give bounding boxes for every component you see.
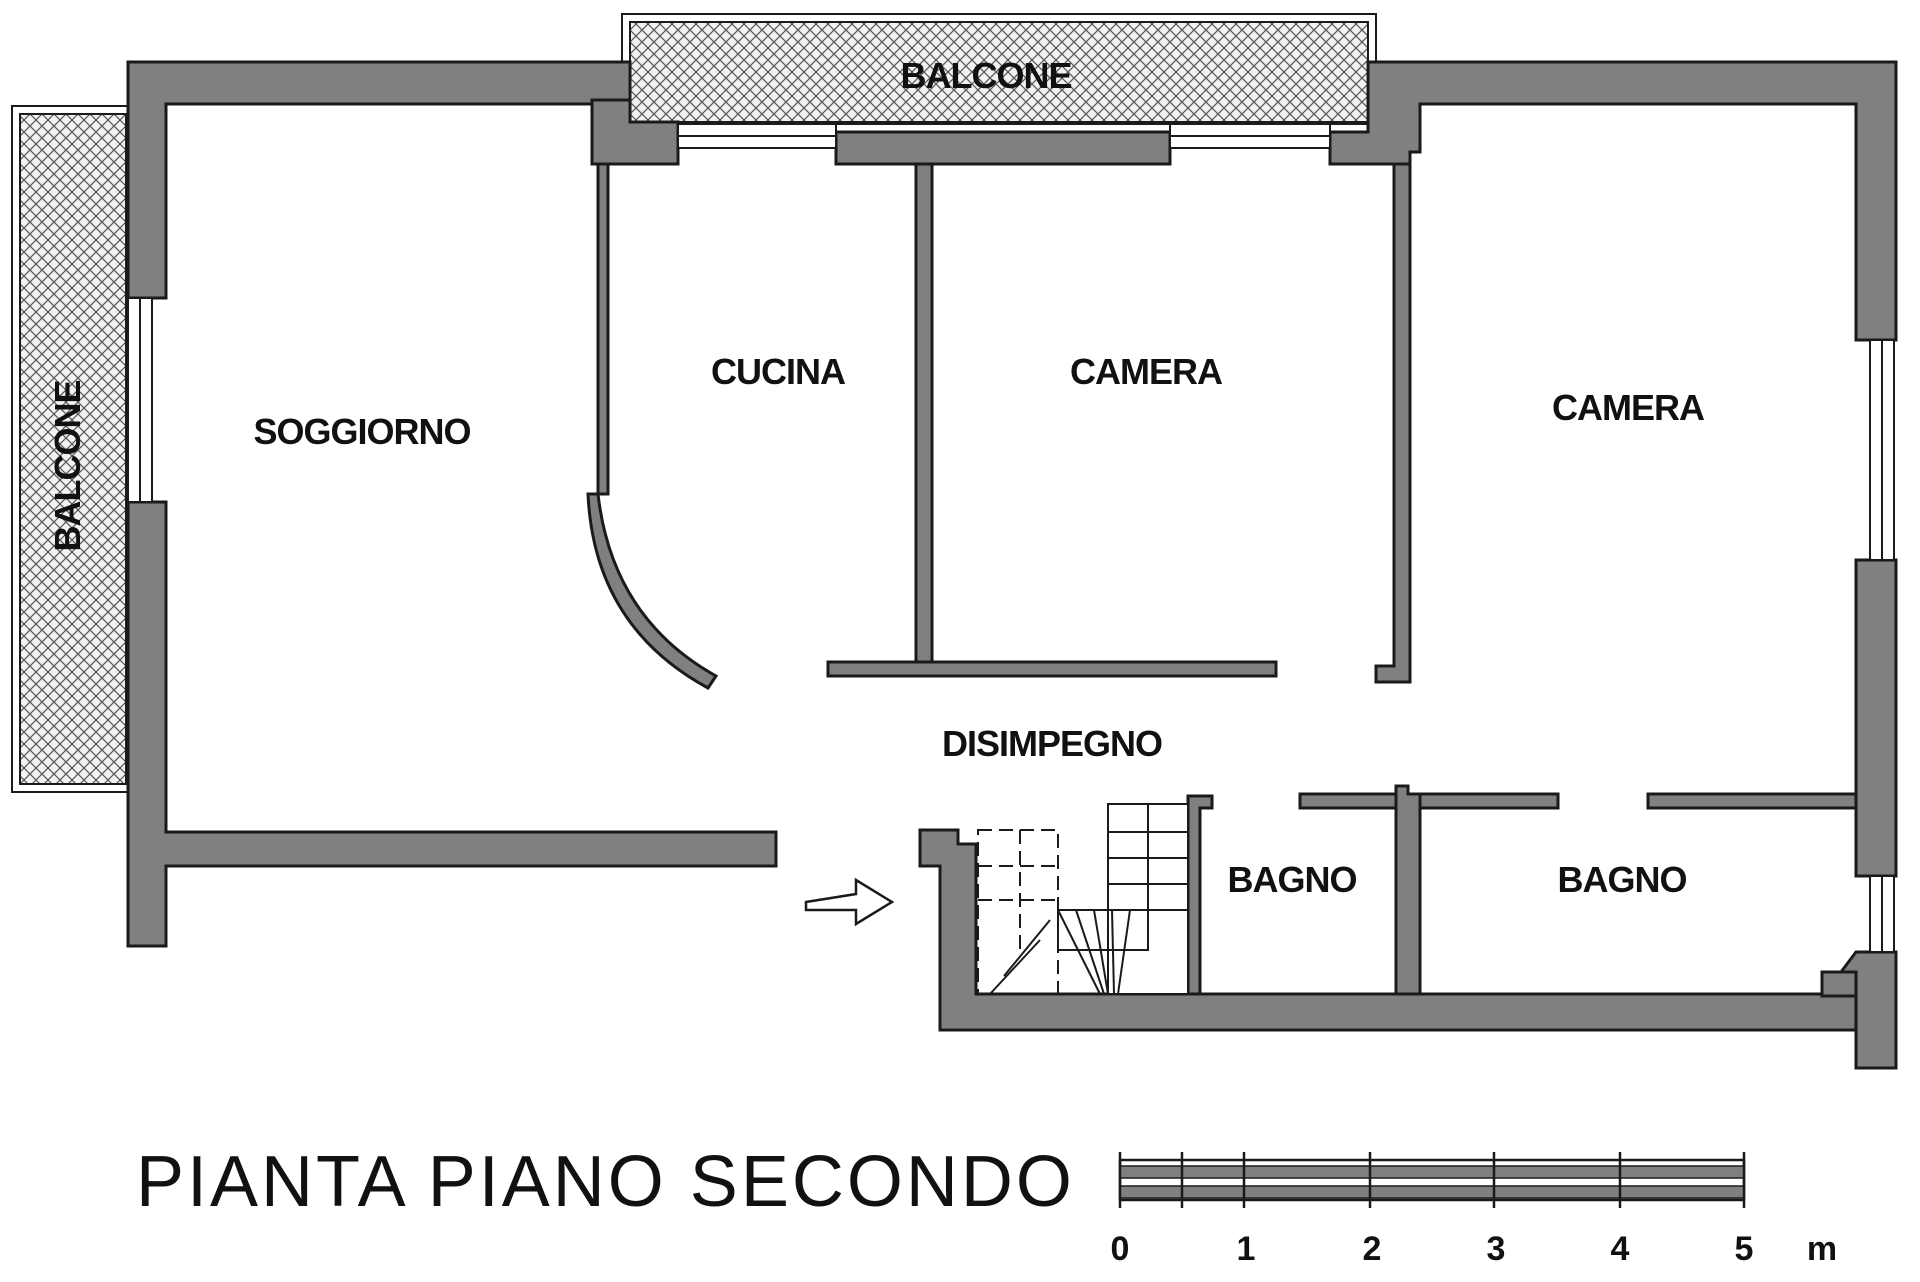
room-label-bagno-left: BAGNO bbox=[1228, 859, 1357, 900]
scale-tick-4: 4 bbox=[1611, 1230, 1630, 1268]
interior-walls bbox=[586, 162, 1858, 996]
scale-unit: m bbox=[1807, 1230, 1837, 1268]
plan-title: PIANTA PIANO SECONDO bbox=[136, 1142, 1075, 1222]
room-label-soggiorno: SOGGIORNO bbox=[253, 411, 470, 452]
room-label-cucina: CUCINA bbox=[711, 351, 846, 392]
room-label-balcone-top: BALCONE bbox=[901, 55, 1072, 96]
balcony-top bbox=[621, 13, 1377, 125]
balcony-left bbox=[11, 105, 129, 793]
scale-tick-2: 2 bbox=[1363, 1230, 1382, 1268]
room-label-bagno-right: BAGNO bbox=[1558, 859, 1687, 900]
scale-tick-5: 5 bbox=[1735, 1230, 1754, 1268]
arrow-right-icon bbox=[804, 877, 895, 927]
scale-tick-1: 1 bbox=[1237, 1230, 1256, 1268]
room-label-camera-center: CAMERA bbox=[1070, 351, 1223, 392]
room-label-camera-right: CAMERA bbox=[1552, 387, 1705, 428]
staircase-icon bbox=[977, 803, 1189, 995]
room-label-disimpegno: DISIMPEGNO bbox=[942, 723, 1162, 764]
scale-bar bbox=[1118, 1152, 1746, 1208]
scale-tick-0: 0 bbox=[1111, 1230, 1130, 1268]
windows bbox=[127, 123, 1895, 953]
room-label-balcone-left: BALCONE bbox=[47, 381, 88, 552]
scale-tick-3: 3 bbox=[1487, 1230, 1506, 1268]
exterior-walls bbox=[126, 60, 1898, 1070]
